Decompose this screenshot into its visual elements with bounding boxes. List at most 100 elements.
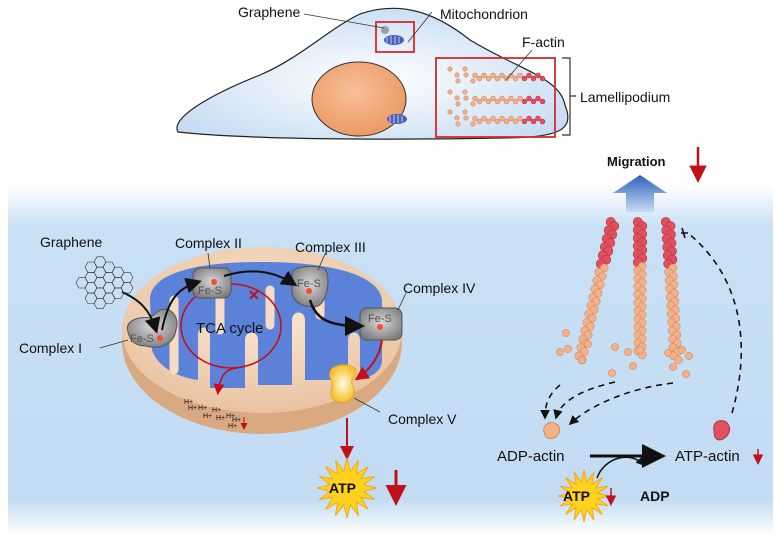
actin-subunit <box>485 98 492 105</box>
svg-text:Fe-S: Fe-S <box>198 285 222 297</box>
atp-burst-mito: ATP <box>316 457 378 519</box>
actin-monomer <box>454 72 460 78</box>
actin-monomer <box>455 121 461 127</box>
actin-subunit <box>539 118 546 125</box>
actin-monomer <box>470 121 476 127</box>
depolymerization-arrow <box>553 381 616 420</box>
actin-monomer <box>447 89 453 95</box>
adp-actin-monomer-icon <box>543 421 561 440</box>
actin-subunit <box>673 355 683 365</box>
actin-monomer <box>678 346 686 354</box>
actin-subunit <box>526 72 532 79</box>
migration-label: Migration <box>607 154 666 169</box>
actin-subunit <box>512 75 519 82</box>
tca-to-proton-arrow <box>213 367 239 396</box>
actin-monomer <box>629 362 637 370</box>
actin-subunit <box>526 115 532 122</box>
atp-label-actin: ATP <box>563 488 590 504</box>
actin-monomer <box>462 89 468 95</box>
actin-monomer <box>624 348 632 356</box>
lamellipodium-label: Lamellipodium <box>580 89 670 105</box>
actin-monomer <box>447 66 453 72</box>
graphene-to-complex1-arrow <box>121 291 161 334</box>
complex-v <box>329 364 357 403</box>
complex3-to-complex4-arrow <box>308 299 365 336</box>
actin-monomer <box>564 345 572 353</box>
actin-monomer <box>463 95 469 101</box>
atp-label-mito: ATP <box>329 480 356 496</box>
actin-subunit <box>490 95 496 102</box>
actin-monomer <box>685 352 693 360</box>
actin-subunit <box>476 98 483 105</box>
svg-text:H+: H+ <box>212 407 221 414</box>
inhibition-bar-icon <box>681 227 688 239</box>
depolymerization-arrow <box>540 384 561 420</box>
atp-actin-monomer-icon <box>713 420 731 441</box>
actin-subunit <box>521 75 528 82</box>
actin-monomer <box>669 363 677 371</box>
complex2-label: Complex II <box>175 235 242 251</box>
complex3-label: Complex III <box>295 239 366 255</box>
svg-text:Fe-S: Fe-S <box>297 278 321 290</box>
actin-monomer <box>682 370 690 378</box>
actin-subunit <box>494 98 501 105</box>
actin-subunit <box>472 72 478 79</box>
svg-text:H+: H+ <box>188 405 197 412</box>
actin-monomer <box>463 115 469 121</box>
actin-monomer <box>470 78 476 84</box>
lamellipodium-highlight-box <box>435 57 556 138</box>
actin-subunit <box>503 75 510 82</box>
adp-label: ADP <box>640 488 670 504</box>
complex5-label: Complex V <box>388 411 457 427</box>
complex-ii: Fe-S <box>192 267 232 299</box>
atp-input-curve <box>596 456 646 479</box>
graphene-hexagon <box>93 297 107 310</box>
migration-arrow-icon <box>613 175 667 212</box>
tca-cycle-label: TCA cycle <box>196 320 264 337</box>
mitochondrion-diagram: TCA cycle ✕ H+ H+ H+ H+ H+ H+ H+ H+ H+ F… <box>19 234 476 519</box>
actin-subunit <box>512 118 519 125</box>
nucleus <box>311 61 407 137</box>
mitochondrion-highlight-box <box>375 21 415 53</box>
actin-subunit <box>499 72 505 79</box>
actin-subunit <box>508 72 514 79</box>
actin-subunit <box>476 75 483 82</box>
actin-subunit <box>476 118 483 125</box>
atp-actin-label: ATP-actin <box>675 448 740 465</box>
actin-monomer <box>462 109 468 115</box>
actin-subunit <box>503 118 510 125</box>
complex-iii: Fe-S <box>291 265 329 307</box>
actin-monomer <box>462 66 468 72</box>
polymerization-inhibition-arrow <box>687 232 743 414</box>
svg-text:H+: H+ <box>203 413 212 420</box>
lamellipodium-bracket <box>562 57 576 136</box>
actin-monomer <box>470 101 476 107</box>
depolymerization-arrow <box>568 382 674 426</box>
actin-monomer <box>454 95 460 101</box>
actin-subunit <box>517 115 523 122</box>
actin-subunit <box>481 72 487 79</box>
mitochondrion-small-icon <box>384 35 404 45</box>
actin-subunit <box>490 72 496 79</box>
actin-subunit <box>481 115 487 122</box>
actin-monomer <box>584 340 592 348</box>
svg-text:H+: H+ <box>184 399 193 406</box>
actin-monomer <box>562 329 570 337</box>
svg-text:H+: H+ <box>198 405 207 412</box>
tca-block-x-icon: ✕ <box>248 287 260 303</box>
svg-text:H+: H+ <box>228 423 237 430</box>
actin-subunit <box>521 98 528 105</box>
factin-filaments <box>556 217 693 378</box>
complex1-label: Complex I <box>19 340 82 356</box>
adp-actin-label: ADP-actin <box>497 448 565 465</box>
actin-subunit <box>517 95 523 102</box>
actin-subunit <box>485 75 492 82</box>
proton-gradient: H+ H+ H+ H+ H+ H+ H+ H+ H+ <box>184 399 241 430</box>
complex4-to-complex5-arrow <box>354 339 383 381</box>
complex1-to-complex2-arrow <box>161 277 202 331</box>
actin-subunit <box>535 72 541 79</box>
graphene-particle-icon <box>381 26 389 34</box>
cell-panel: Graphene Mitochondrion F-actin Lamellipo… <box>176 4 670 140</box>
atp-burst-actin: ATP <box>557 469 611 523</box>
actin-subunit <box>530 98 537 105</box>
